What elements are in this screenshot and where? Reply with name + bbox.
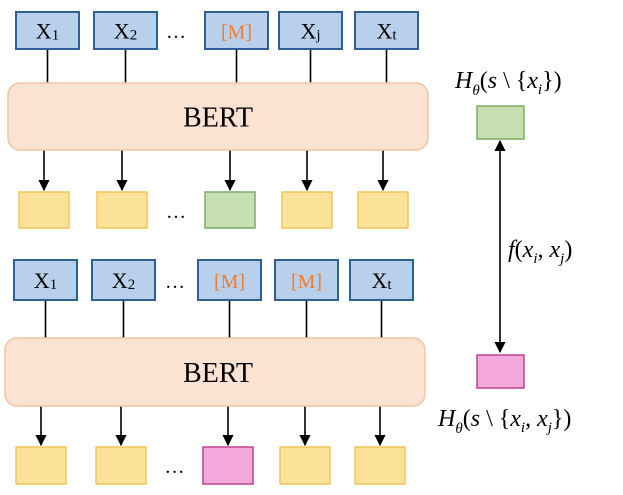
top-token-box <box>93 11 158 50</box>
top-token-box <box>204 11 269 50</box>
bottom-mask-token-label: [M] <box>214 271 245 293</box>
bottom-token-label: Xt <box>371 268 392 293</box>
top-token-ellipsis: … <box>166 21 186 43</box>
top-token-label: Xt <box>376 19 397 44</box>
top-output-yellow-box <box>357 191 409 229</box>
top-token-label: X1 <box>36 19 59 44</box>
top-formula: Hθ(s \ {xi}) <box>454 68 562 99</box>
top-output-yellow-box <box>18 191 70 229</box>
bottom-token-box <box>274 259 339 301</box>
conditional-entropy-single-box <box>476 105 525 140</box>
bottom-bert-label: BERT <box>183 358 253 389</box>
bottom-output-yellow-box <box>15 446 67 485</box>
top-output-yellow-box <box>96 191 148 229</box>
bottom-output-pink-box <box>202 446 254 485</box>
top-output-yellow-box <box>281 191 333 229</box>
top-mask-token-label: [M] <box>221 22 252 44</box>
bottom-token-box <box>91 259 156 301</box>
interaction-formula: f(xi, xj) <box>508 237 572 267</box>
top-token-box <box>278 11 343 50</box>
bottom-token-label: X1 <box>34 268 57 293</box>
bottom-output-yellow-box <box>279 446 331 485</box>
bottom-output-yellow-box <box>95 446 147 485</box>
top-token-box <box>354 11 419 50</box>
bottom-formula: Hθ(s \ {xi, xj}) <box>437 406 571 437</box>
bottom-output-ellipsis: … <box>165 456 185 478</box>
top-model-group: BERT X1 X2 [M] Xj Xt … … <box>7 11 429 229</box>
top-token-label: Xj <box>300 19 320 44</box>
bottom-model-group: BERT X1 X2 [M] [M] Xt … … <box>4 259 426 485</box>
bottom-token-box <box>13 259 78 301</box>
bottom-token-label: X2 <box>112 268 135 293</box>
bottom-mask-token-label: [M] <box>291 271 322 293</box>
formula-background <box>505 228 623 272</box>
top-token-label: X2 <box>114 19 137 44</box>
conditional-entropy-pair-box <box>476 354 525 389</box>
bottom-output-yellow-box <box>354 446 406 485</box>
bottom-token-box <box>349 259 414 301</box>
bottom-token-ellipsis: … <box>165 271 185 293</box>
top-bert-block <box>7 82 429 151</box>
right-panel: Hθ(s \ {xi}) f(xi, xj) Hθ(s \ {xi, xj}) <box>437 68 623 437</box>
top-output-ellipsis: … <box>166 201 186 223</box>
top-output-green-box <box>204 191 256 229</box>
top-token-box <box>15 11 80 50</box>
bottom-token-box <box>197 259 262 301</box>
top-bert-label: BERT <box>183 103 253 134</box>
bottom-bert-block <box>4 337 426 407</box>
